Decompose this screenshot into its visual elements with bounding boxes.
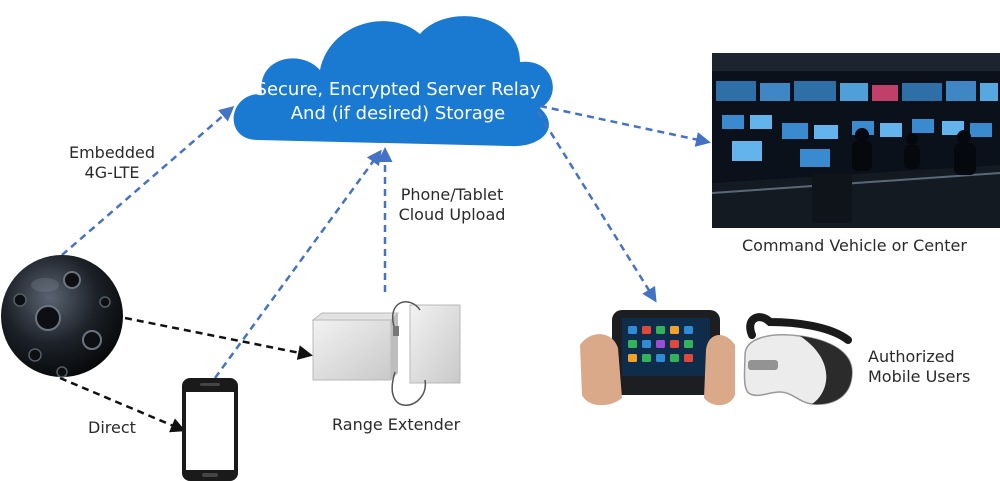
tablet-icon xyxy=(580,305,735,408)
embedded-label-line2: 4G-LTE xyxy=(84,163,140,182)
mobile-users-label-line1: Authorized xyxy=(868,347,955,366)
link-camera-to-cloud xyxy=(61,106,235,256)
cloud-label: Secure, Encrypted Server Relay And (if d… xyxy=(238,78,558,126)
cloud-label-line1: Secure, Encrypted Server Relay xyxy=(255,79,541,100)
link-cloud-to-center xyxy=(539,104,711,147)
cloud-label-line2: And (if desired) Storage xyxy=(290,103,506,124)
mobile-users-label: Authorized Mobile Users xyxy=(868,347,970,387)
phone-upload-label: Phone/Tablet Cloud Upload xyxy=(392,185,512,225)
phone-upload-label-line1: Phone/Tablet xyxy=(400,185,504,204)
range-extender-label: Range Extender xyxy=(332,415,461,434)
mobile-users-label-line2: Mobile Users xyxy=(868,367,971,386)
link-camera-to-extender xyxy=(124,316,313,361)
direct-label: Direct xyxy=(88,418,136,437)
smartphone-icon xyxy=(182,378,238,481)
camera-360-icon xyxy=(1,255,123,378)
embedded-label-line1: Embedded xyxy=(68,143,155,162)
range-extender-icon xyxy=(311,301,461,406)
link-camera-to-phone xyxy=(59,376,186,433)
phone-upload-label-line2: Cloud Upload xyxy=(398,205,506,224)
command-center-label: Command Vehicle or Center xyxy=(742,236,967,255)
cloud-icon xyxy=(233,16,553,147)
embedded-lte-label: Embedded 4G-LTE xyxy=(62,143,162,183)
link-phone-to-cloud xyxy=(213,149,382,379)
vr-headset-icon xyxy=(743,313,853,405)
command-center-photo xyxy=(712,53,1000,228)
link-cloud-to-mobile xyxy=(536,111,657,303)
